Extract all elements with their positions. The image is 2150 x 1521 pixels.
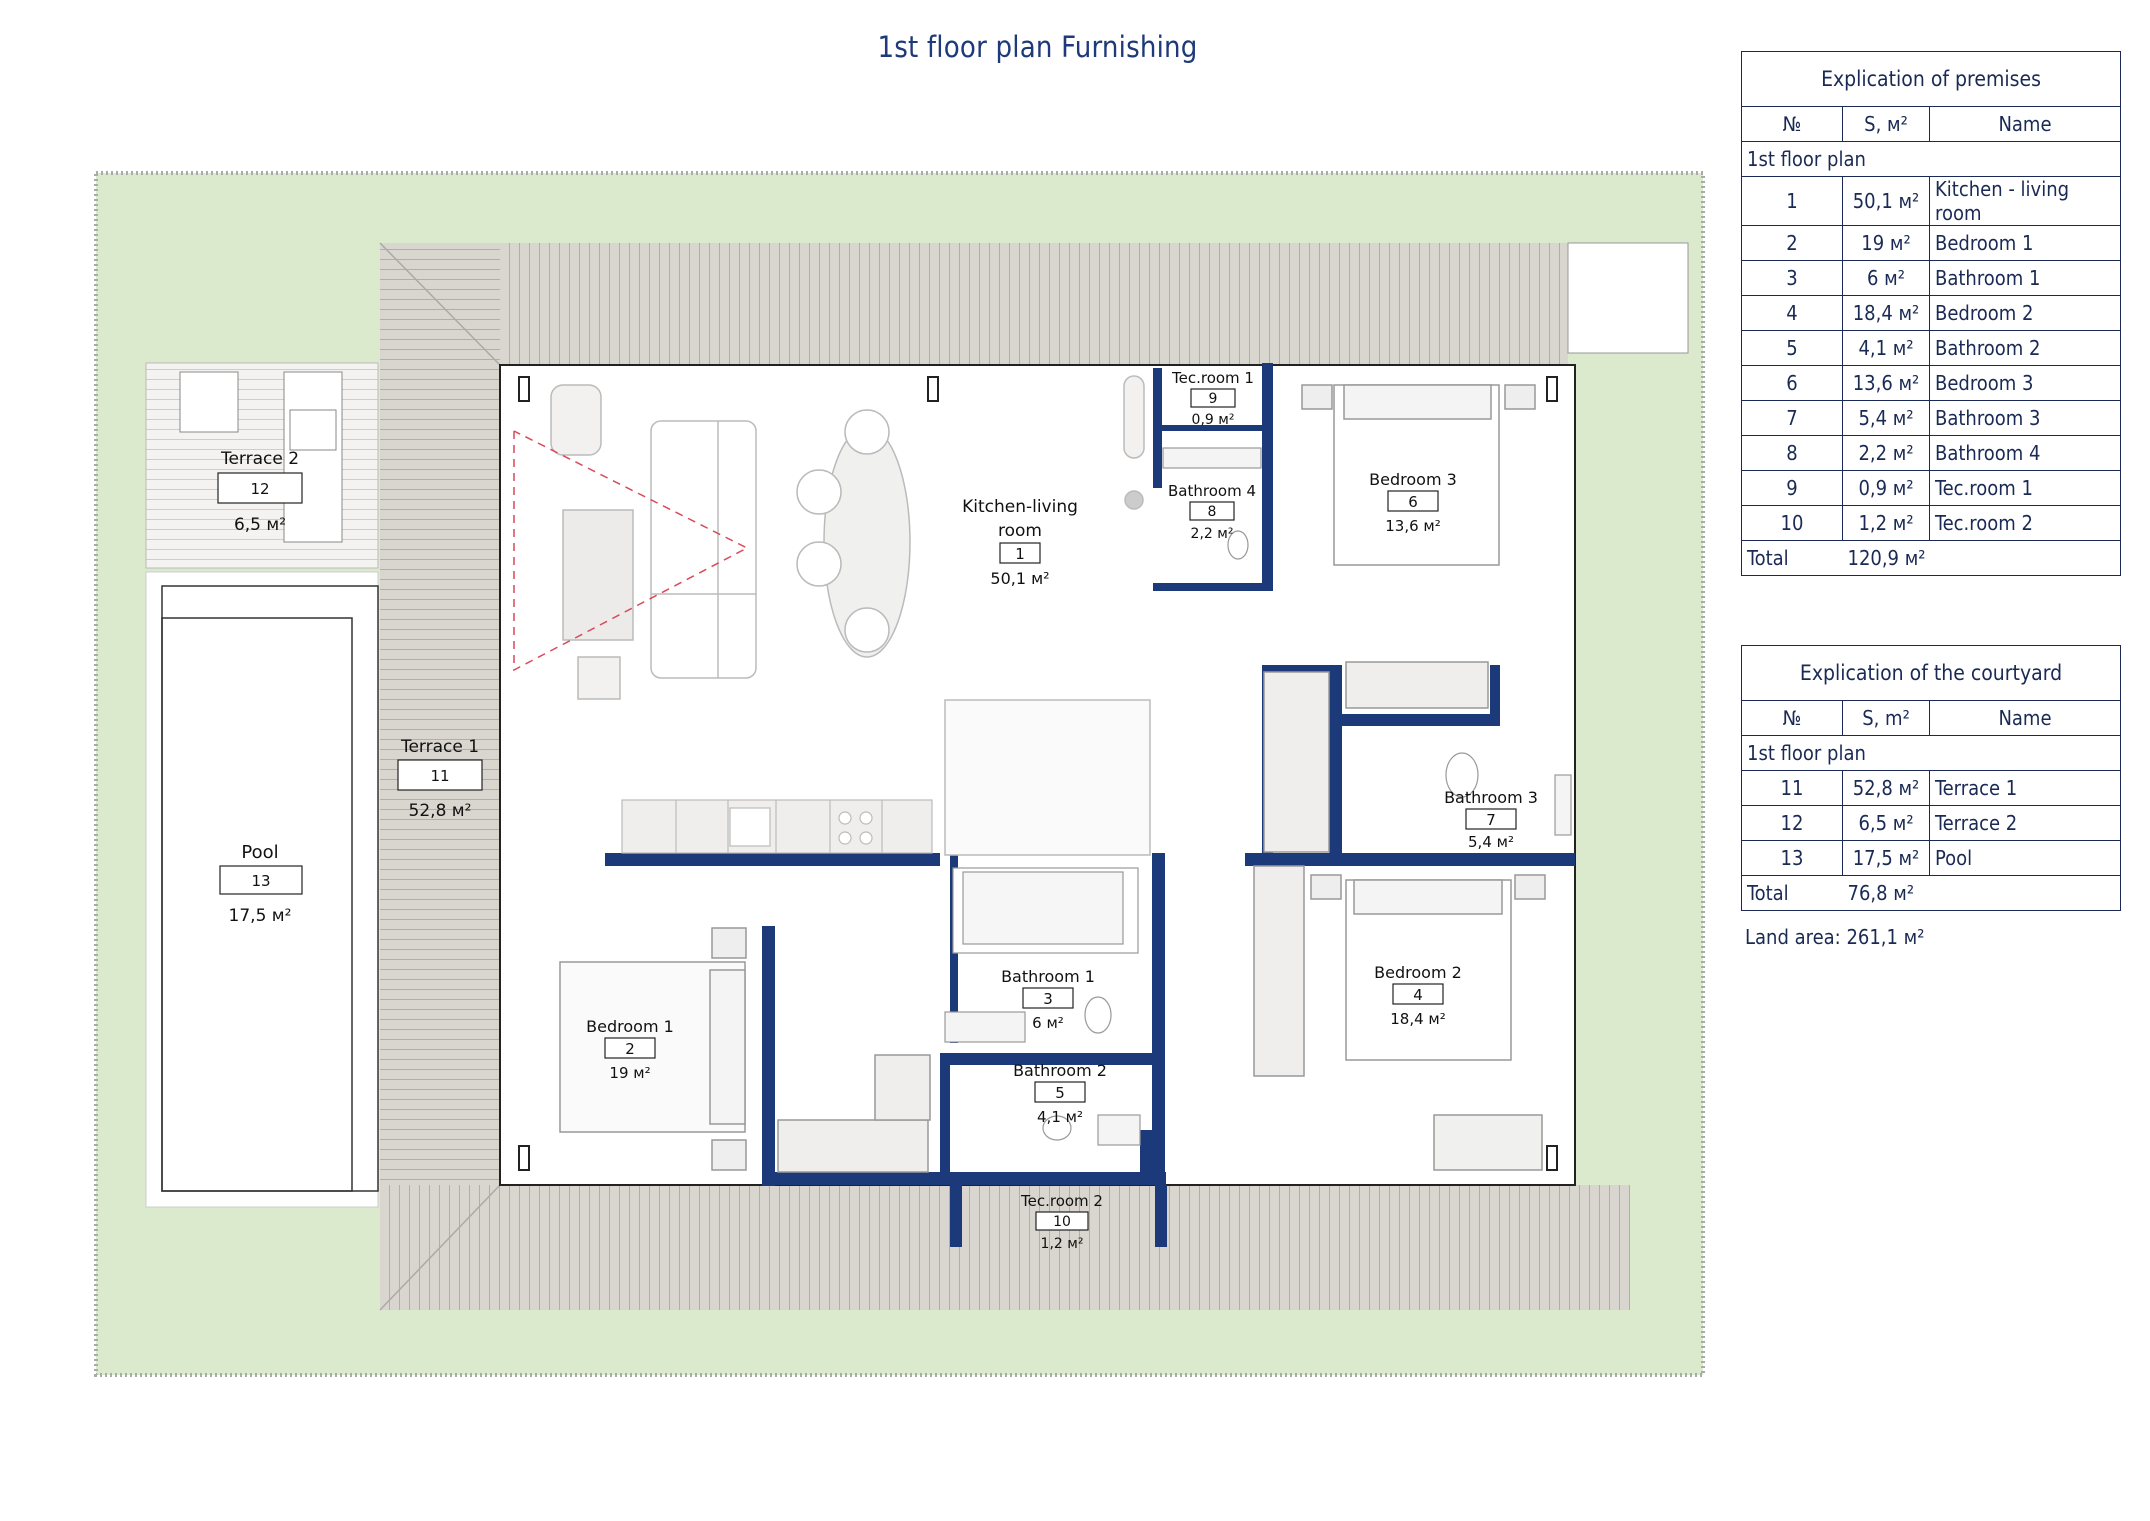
svg-text:50,1 м²: 50,1 м² [990,569,1049,588]
land-area-note: Land area: 261,1 м² [1745,925,1925,949]
svg-text:Terrace 1: Terrace 1 [400,737,479,757]
svg-text:Tec.room 2: Tec.room 2 [1020,1192,1103,1210]
floor-plan: Kitchen-living room 1 50,1 м² Bedroom 1 … [94,171,1705,1377]
svg-text:Bathroom 4: Bathroom 4 [1168,482,1256,500]
room-label-terrace-2: Terrace 2 12 6,5 м² [217,449,303,535]
svg-text:Kitchen-living: Kitchen-living [962,497,1078,517]
room-label-bedroom-1: Bedroom 1 2 19 м² [586,1017,674,1082]
bedroom-1-furniture [559,927,931,1173]
svg-text:4: 4 [1413,986,1423,1004]
svg-text:room: room [998,521,1042,541]
bedroom-2-furniture [1253,865,1546,1171]
plan-title: 1st floor plan Furnishing [877,30,1198,64]
terrace-2 [145,362,379,569]
svg-text:10: 10 [1053,1214,1071,1230]
svg-text:Bedroom 3: Bedroom 3 [1369,470,1457,489]
table-header: Name [1929,106,2121,142]
svg-text:2: 2 [625,1040,635,1058]
table-header: S, m² [1842,700,1930,736]
svg-text:17,5 м²: 17,5 м² [229,906,292,926]
svg-text:Pool: Pool [241,842,278,863]
kitchen-counter [621,799,933,854]
premises-table: Explication of premises № S, м² Name 1st… [1741,51,2121,576]
room-label-kitchen-living: Kitchen-living room 1 50,1 м² [962,497,1078,588]
room-label-bathroom-2: Bathroom 2 5 4,1 м² [1013,1061,1107,1126]
table-header: S, м² [1842,106,1930,142]
table-header: № [1741,106,1843,142]
room-labels: Kitchen-living room 1 50,1 м² Bedroom 1 … [217,369,1538,1252]
courtyard-table-caption: Explication of the courtyard [1741,645,2121,701]
svg-text:Bedroom 1: Bedroom 1 [586,1017,674,1036]
svg-text:0,9 м²: 0,9 м² [1192,412,1235,428]
table-group-row: 1st floor plan [1741,141,2121,177]
svg-text:9: 9 [1209,391,1218,407]
svg-text:6,5 м²: 6,5 м² [234,515,286,535]
svg-text:18,4 м²: 18,4 м² [1390,1010,1446,1028]
room-label-pool: Pool 13 17,5 м² [219,842,303,926]
table-header: № [1741,700,1843,736]
svg-text:19 м²: 19 м² [609,1064,650,1082]
svg-text:Bathroom 2: Bathroom 2 [1013,1061,1107,1080]
table-header: Name [1929,700,2121,736]
premises-table-caption: Explication of premises [1741,51,2121,107]
svg-text:13,6 м²: 13,6 м² [1385,517,1441,535]
room-label-tec-room-1: Tec.room 1 9 0,9 м² [1171,369,1254,428]
svg-text:6: 6 [1408,493,1418,511]
svg-text:Bedroom 2: Bedroom 2 [1374,963,1462,982]
svg-text:8: 8 [1208,504,1217,520]
svg-text:Terrace 2: Terrace 2 [220,449,299,469]
svg-text:5: 5 [1055,1084,1065,1102]
room-label-bedroom-3: Bedroom 3 6 13,6 м² [1369,470,1457,535]
table-group-row: 1st floor plan [1741,735,2121,771]
table-total-row: Total 120,9 м² [1741,540,2121,576]
table-total-row: Total 76,8 м² [1741,875,2121,911]
svg-text:1,2 м²: 1,2 м² [1041,1236,1084,1252]
columns [518,376,1558,1171]
svg-text:2,2 м²: 2,2 м² [1191,526,1234,542]
room-label-bedroom-2: Bedroom 2 4 18,4 м² [1374,963,1462,1028]
svg-text:1: 1 [1015,545,1025,563]
svg-text:3: 3 [1043,990,1053,1008]
svg-text:6 м²: 6 м² [1032,1014,1064,1032]
svg-text:Bathroom 1: Bathroom 1 [1001,967,1095,986]
svg-text:13: 13 [251,872,270,890]
svg-text:7: 7 [1486,811,1496,829]
room-label-bathroom-1: Bathroom 1 3 6 м² [1001,967,1095,1032]
svg-text:Bathroom 3: Bathroom 3 [1444,788,1538,807]
svg-text:52,8 м²: 52,8 м² [409,801,472,821]
svg-text:12: 12 [250,480,269,498]
svg-text:4,1 м²: 4,1 м² [1037,1108,1083,1126]
living-furniture [550,375,1151,856]
room-label-tec-room-2: Tec.room 2 10 1,2 м² [1020,1192,1103,1252]
svg-text:Tec.room 1: Tec.room 1 [1171,369,1254,387]
room-label-bathroom-3: Bathroom 3 7 5,4 м² [1444,788,1538,851]
tv-sightline [513,430,749,672]
bedroom-3-furniture [1263,384,1536,853]
room-label-terrace-1: Terrace 1 11 52,8 м² [397,737,483,821]
svg-text:11: 11 [430,767,449,785]
svg-text:5,4 м²: 5,4 м² [1468,833,1514,851]
courtyard-table: Explication of the courtyard № S, m² Nam… [1741,645,2121,911]
bathroom-fixtures [944,447,1572,1146]
room-label-bathroom-4: Bathroom 4 8 2,2 м² [1168,482,1256,542]
